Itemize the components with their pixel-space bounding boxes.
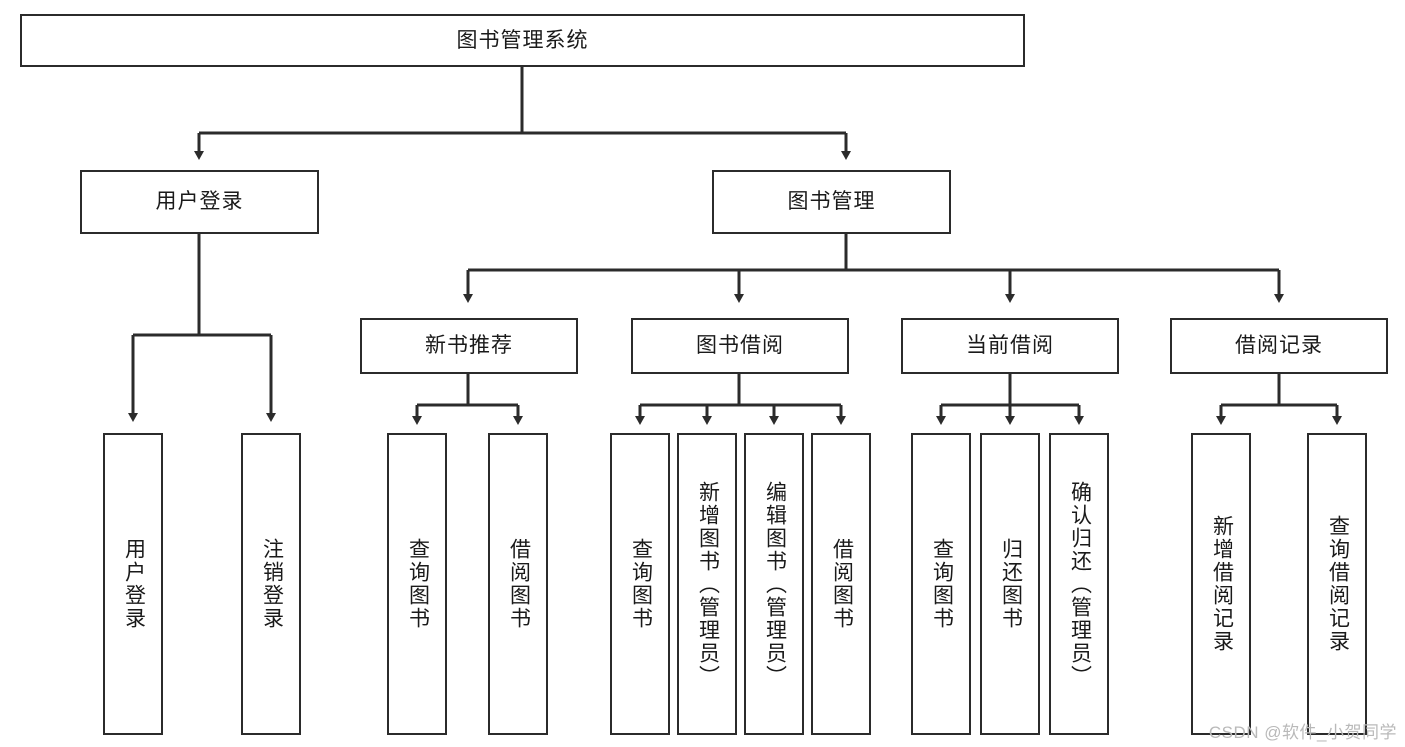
leaf-bookborrow-edit-book-label: 编辑图书（管理员）: [763, 480, 787, 688]
leaf-logout-label: 注销登录: [260, 538, 284, 630]
node-user-login[interactable]: 用户登录: [80, 170, 319, 234]
leaf-newbook-query-book-label: 查询图书: [406, 538, 430, 630]
leaf-newbook-borrow-book-label: 借阅图书: [507, 538, 531, 630]
node-root-label: 图书管理系统: [456, 28, 589, 52]
node-new-book-recommend-label: 新书推荐: [425, 334, 513, 358]
node-borrow-record-label: 借阅记录: [1235, 334, 1323, 358]
node-book-manage-label: 图书管理: [787, 190, 876, 214]
node-borrow-record[interactable]: 借阅记录: [1170, 318, 1388, 374]
leaf-borrowrecord-query-record-label: 查询借阅记录: [1326, 515, 1350, 653]
leaf-bookborrow-query-book-label: 查询图书: [629, 538, 653, 630]
node-user-login-label: 用户登录: [155, 190, 244, 214]
leaf-borrowrecord-add-record-label: 新增借阅记录: [1210, 515, 1234, 653]
leaf-bookborrow-query-book[interactable]: 查询图书: [610, 433, 670, 735]
leaf-newbook-query-book[interactable]: 查询图书: [387, 433, 447, 735]
leaf-currentborrow-return-book[interactable]: 归还图书: [980, 433, 1040, 735]
watermark-text: CSDN @软件_小贺同学: [1208, 723, 1397, 742]
leaf-bookborrow-add-book-label: 新增图书（管理员）: [696, 480, 720, 688]
node-book-borrow[interactable]: 图书借阅: [631, 318, 849, 374]
leaf-bookborrow-borrow-book-label: 借阅图书: [830, 538, 854, 630]
leaf-bookborrow-borrow-book[interactable]: 借阅图书: [811, 433, 871, 735]
leaf-bookborrow-add-book[interactable]: 新增图书（管理员）: [677, 433, 737, 735]
node-current-borrow-label: 当前借阅: [966, 334, 1054, 358]
node-current-borrow[interactable]: 当前借阅: [901, 318, 1119, 374]
leaf-currentborrow-query-book[interactable]: 查询图书: [911, 433, 971, 735]
leaf-currentborrow-confirm-return[interactable]: 确认归还（管理员）: [1049, 433, 1109, 735]
leaf-newbook-borrow-book[interactable]: 借阅图书: [488, 433, 548, 735]
leaf-user-login-label: 用户登录: [122, 538, 146, 630]
leaf-currentborrow-return-book-label: 归还图书: [999, 538, 1023, 630]
leaf-currentborrow-query-book-label: 查询图书: [930, 538, 954, 630]
leaf-borrowrecord-query-record[interactable]: 查询借阅记录: [1307, 433, 1367, 735]
leaf-currentborrow-confirm-return-label: 确认归还（管理员）: [1068, 480, 1092, 688]
node-new-book-recommend[interactable]: 新书推荐: [360, 318, 578, 374]
leaf-borrowrecord-add-record[interactable]: 新增借阅记录: [1191, 433, 1251, 735]
node-root[interactable]: 图书管理系统: [20, 14, 1025, 67]
node-book-manage[interactable]: 图书管理: [712, 170, 951, 234]
leaf-logout[interactable]: 注销登录: [241, 433, 301, 735]
leaf-user-login[interactable]: 用户登录: [103, 433, 163, 735]
node-book-borrow-label: 图书借阅: [696, 334, 784, 358]
leaf-bookborrow-edit-book[interactable]: 编辑图书（管理员）: [744, 433, 804, 735]
